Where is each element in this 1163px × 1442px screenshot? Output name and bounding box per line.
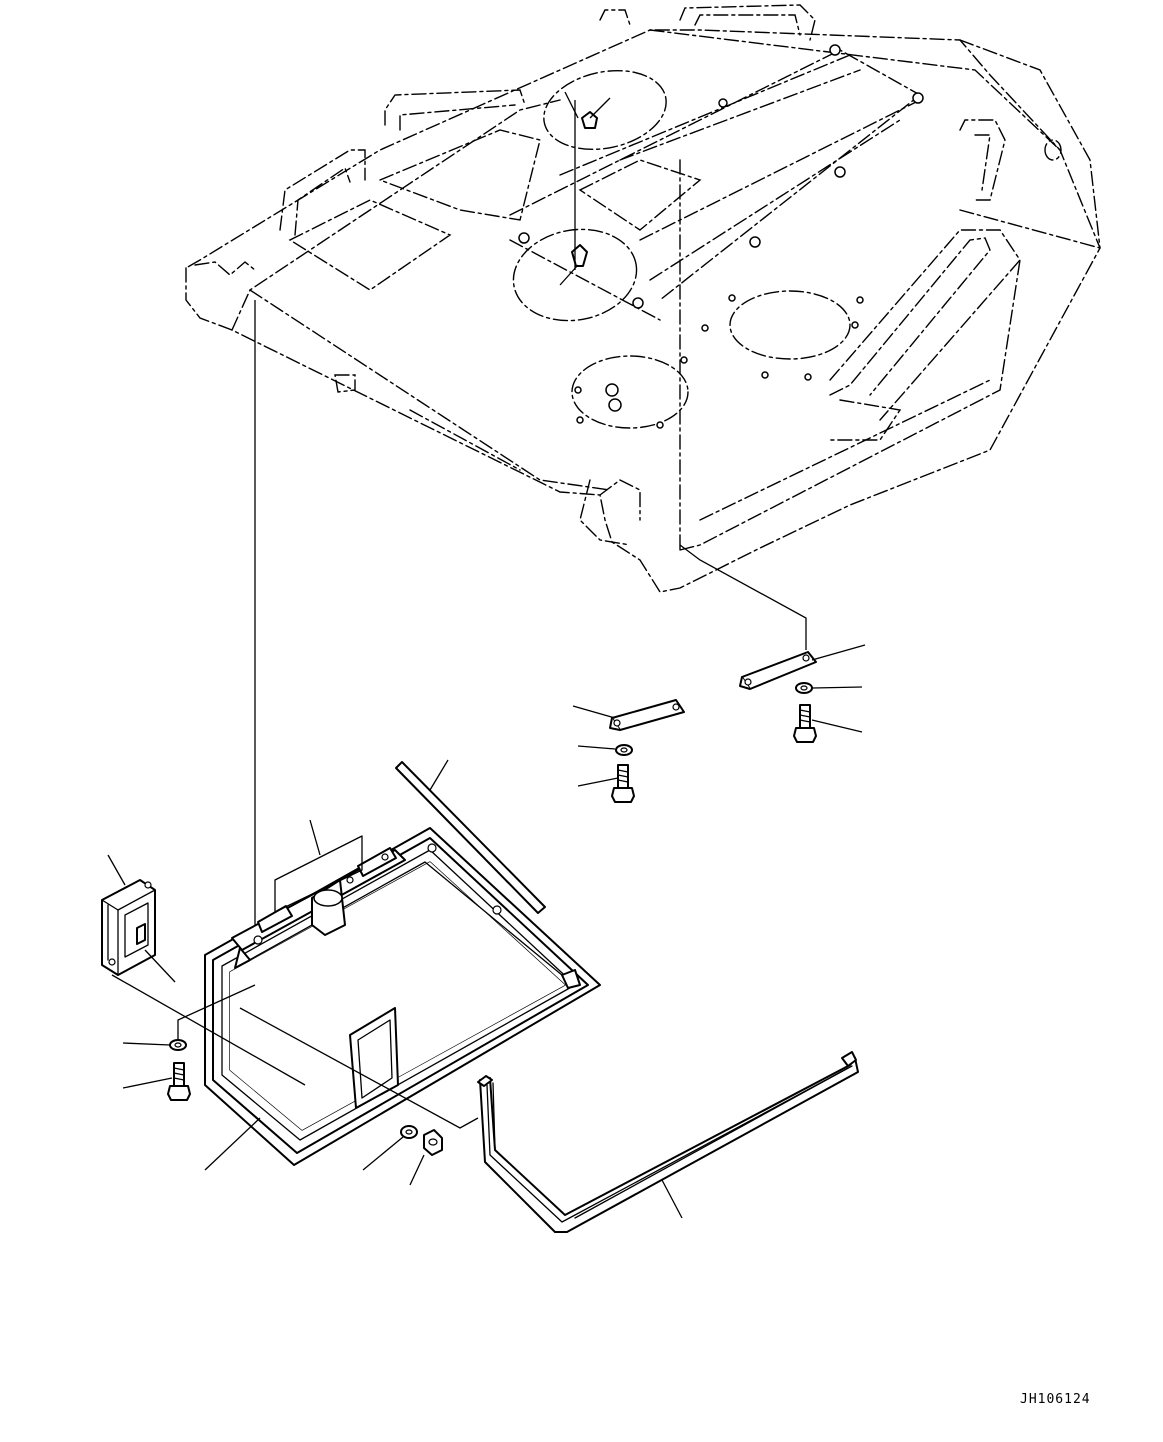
seal-strip-rod: [395, 759, 546, 914]
nut-bottom: [409, 1129, 443, 1186]
bracket-center: [572, 699, 685, 731]
cover-frame: [204, 819, 601, 1166]
bracket-right: [679, 544, 866, 690]
machine-frame-outline: [185, 4, 1101, 593]
cover-leader: [204, 1117, 261, 1171]
washer-bottom: [362, 1125, 418, 1171]
washer-center: [577, 744, 633, 756]
frame-bolt-heads: [518, 44, 924, 429]
washer-left: [122, 984, 256, 1051]
bolt-left: [122, 1062, 191, 1101]
seal-rubber: [477, 1051, 859, 1233]
bolt-right: [793, 704, 863, 743]
center-reference-lines: [559, 91, 611, 286]
lock-box: [101, 854, 306, 1086]
reference-line-diagonal: [239, 1007, 479, 1129]
washer-right: [795, 682, 863, 694]
bolt-center: [577, 764, 635, 803]
drawing-number: JH106124: [1020, 1392, 1091, 1407]
